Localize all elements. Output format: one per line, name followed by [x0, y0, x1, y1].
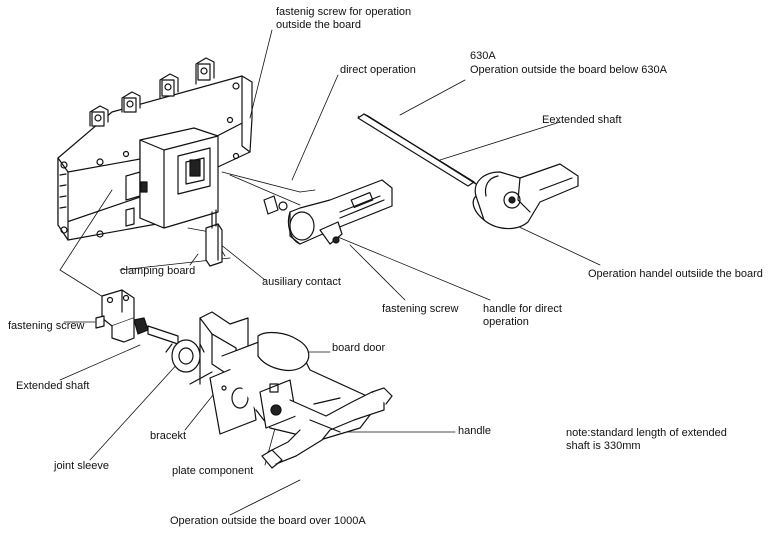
auxiliary-contact	[205, 209, 223, 267]
label-handle-direct-1: handle for direct	[483, 303, 562, 315]
clamping-board-assembly	[95, 289, 179, 345]
label-operation-below-630a: Operation outside the board below 630A	[470, 64, 667, 76]
terminals	[89, 57, 215, 127]
label-fastening-screw-left: fastening screw	[8, 320, 85, 332]
outside-operation-handle	[472, 163, 579, 230]
label-fastening-screw-outside-1: fastenig screw for operation	[276, 6, 412, 18]
label-note-2: shaft is 330mm	[566, 440, 641, 452]
label-board-door: board door	[332, 342, 386, 354]
label-plate-component: plate component	[172, 465, 254, 477]
label-operation-over-1000a: Operation outside the board over 1000A	[170, 515, 366, 527]
label-direct-operation: direct operation	[340, 64, 416, 76]
label-extended-shaft-top: Eextended shaft	[542, 114, 622, 126]
extended-shaft-top	[357, 113, 477, 187]
label-fastening-screw-mid: fastening screw	[382, 303, 459, 315]
label-bracket: bracekt	[150, 430, 187, 442]
label-operation-handle-outside: Operation handel outsiide the board	[588, 268, 763, 280]
label-handle: handle	[458, 425, 492, 437]
label-handle-direct-2: operation	[483, 316, 529, 328]
label-joint-sleeve: joint sleeve	[54, 460, 110, 472]
label-extended-shaft-left: Extended shaft	[16, 380, 90, 392]
label-630a: 630A	[470, 50, 496, 62]
label-note-1: note:standard length of extended	[566, 427, 727, 439]
lower-assembly	[165, 311, 393, 469]
label-auxiliary-contact: ausiliary contact	[262, 276, 341, 288]
operating-mechanism	[139, 127, 219, 229]
direct-operation-handle	[263, 179, 393, 245]
label-clamping-board: clamping board	[120, 265, 196, 277]
label-fastening-screw-outside-2: outside the board	[276, 19, 362, 31]
